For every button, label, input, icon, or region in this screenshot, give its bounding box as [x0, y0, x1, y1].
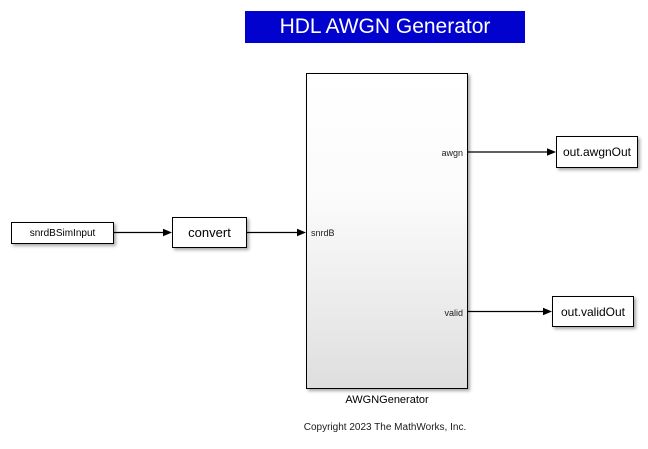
port-label-valid: valid: [444, 308, 463, 318]
block-caption-awgngenerator: AWGNGenerator: [345, 394, 429, 406]
signal-line-awgn-to-awgnout[interactable]: [468, 148, 556, 156]
block-snrdbsiminput-label: snrdBSimInput: [29, 227, 96, 239]
block-convert[interactable]: convert: [172, 217, 247, 248]
block-convert-label: convert: [188, 225, 231, 240]
title-annotation: HDL AWGN Generator: [245, 11, 525, 43]
signal-line-valid-to-validout[interactable]: [468, 307, 552, 316]
block-snrdbsiminput[interactable]: snrdBSimInput: [11, 222, 114, 244]
block-out-awgnout-label: out.awgnOut: [562, 145, 632, 159]
port-label-snrdb: snrdB: [311, 228, 335, 238]
block-awgngenerator[interactable]: snrdB awgn valid: [306, 73, 468, 389]
copyright-annotation: Copyright 2023 The MathWorks, Inc.: [303, 422, 467, 433]
port-label-awgn: awgn: [441, 148, 463, 158]
signal-line-siminput-to-convert[interactable]: [114, 228, 172, 237]
signal-line-convert-to-generator[interactable]: [247, 228, 306, 237]
block-out-awgnout[interactable]: out.awgnOut: [556, 136, 638, 168]
block-out-validout[interactable]: out.validOut: [552, 296, 634, 327]
block-out-validout-label: out.validOut: [560, 304, 626, 319]
